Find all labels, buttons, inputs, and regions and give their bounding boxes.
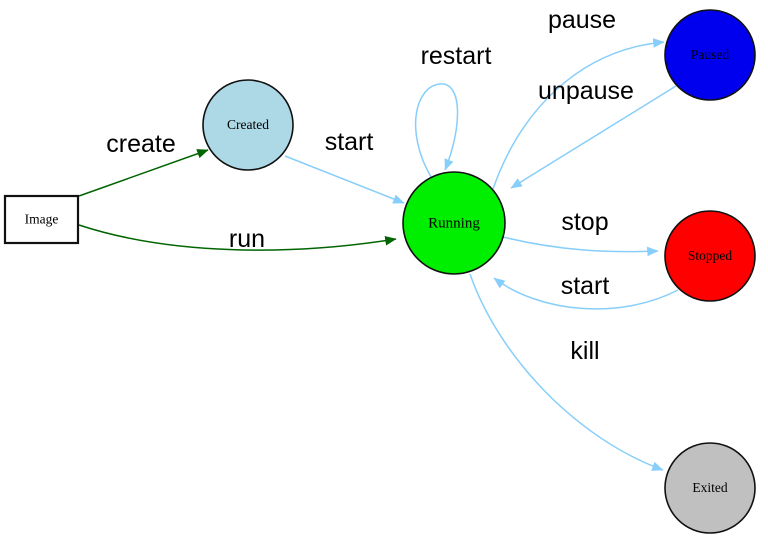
edge-label-start-stopped: start bbox=[561, 272, 610, 300]
node-paused-label: Paused bbox=[691, 47, 729, 62]
node-stopped-shape bbox=[664, 210, 756, 302]
edge-create-path bbox=[78, 149, 209, 197]
node-stopped[interactable]: Stopped bbox=[664, 210, 756, 302]
edge-run[interactable]: run bbox=[78, 224, 397, 253]
edge-unpause[interactable]: unpause bbox=[510, 77, 677, 189]
node-image-shape bbox=[3, 194, 80, 245]
edge-stop[interactable]: stop bbox=[502, 208, 659, 257]
edge-create[interactable]: create bbox=[78, 130, 209, 197]
node-exited-shape bbox=[664, 442, 756, 534]
edge-label-unpause: unpause bbox=[538, 77, 634, 105]
node-created[interactable]: Created bbox=[202, 79, 294, 171]
edge-label-run: run bbox=[229, 225, 265, 253]
edge-restart[interactable]: restart bbox=[414, 42, 492, 178]
edge-start-created[interactable]: start bbox=[284, 128, 405, 204]
edge-label-restart: restart bbox=[421, 42, 492, 70]
node-paused[interactable]: Paused bbox=[664, 9, 756, 101]
edge-label-create: create bbox=[106, 130, 175, 158]
edge-label-stop: stop bbox=[561, 208, 608, 236]
edge-run-path bbox=[78, 224, 397, 251]
node-created-label: Created bbox=[227, 117, 269, 132]
node-paused-shape bbox=[664, 9, 756, 101]
edge-start-stopped-path bbox=[493, 277, 679, 310]
node-exited-label: Exited bbox=[692, 480, 727, 495]
node-stopped-label: Stopped bbox=[688, 248, 733, 263]
edge-start-stopped[interactable]: start bbox=[493, 272, 679, 310]
edge-stop-path bbox=[502, 236, 659, 257]
edge-pause[interactable]: pause bbox=[492, 6, 665, 190]
edge-label-start-created: start bbox=[325, 128, 374, 156]
edges-layer: create run start restart pause bbox=[78, 6, 679, 471]
node-running-shape bbox=[402, 171, 506, 275]
node-image-label: Image bbox=[25, 212, 59, 227]
edge-pause-path bbox=[492, 38, 665, 190]
edge-label-kill: kill bbox=[570, 337, 599, 365]
node-running-label: Running bbox=[428, 215, 480, 231]
edge-restart-path bbox=[414, 83, 459, 178]
node-running[interactable]: Running bbox=[402, 171, 506, 275]
edge-kill[interactable]: kill bbox=[469, 273, 664, 471]
node-created-shape bbox=[202, 79, 294, 171]
node-exited[interactable]: Exited bbox=[664, 442, 756, 534]
edge-start-created-path bbox=[284, 155, 405, 204]
edge-kill-path bbox=[469, 273, 664, 471]
nodes-layer: Image Created Running Paused Stopped bbox=[3, 9, 756, 534]
node-image[interactable]: Image bbox=[3, 194, 80, 245]
edge-unpause-path bbox=[510, 85, 677, 189]
edge-label-pause: pause bbox=[548, 6, 616, 34]
